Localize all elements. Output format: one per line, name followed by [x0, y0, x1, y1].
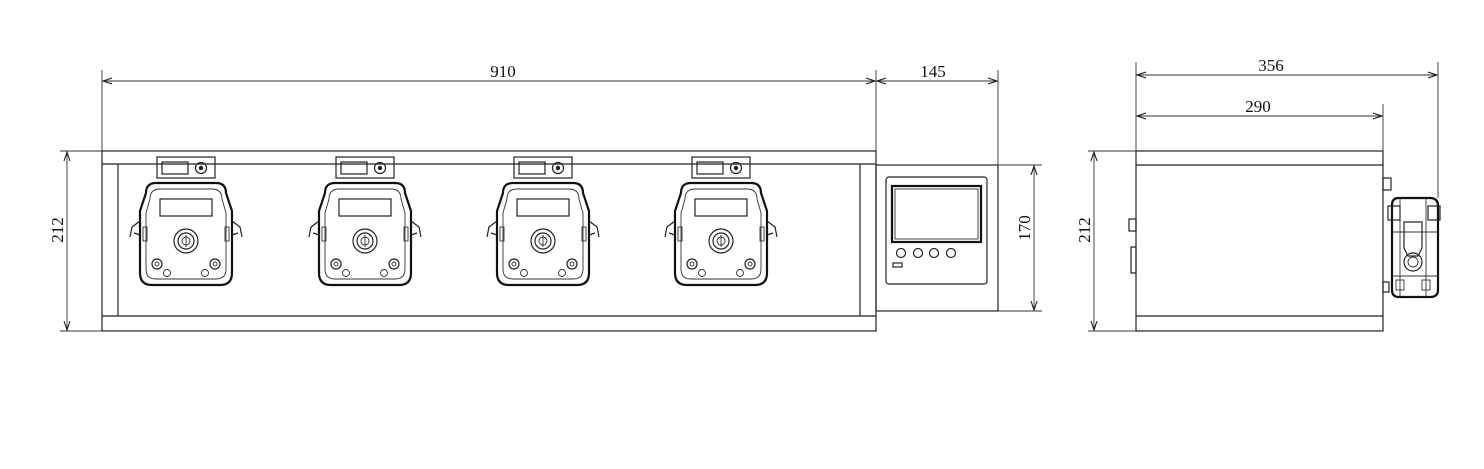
control-button [928, 247, 940, 259]
rear-connector [1128, 218, 1137, 232]
control-button [895, 247, 907, 259]
side-view: 356 290 212 [1075, 56, 1441, 332]
dim-side-height: 212 [1075, 217, 1094, 243]
dim-controller-width: 145 [920, 62, 946, 81]
controller-screen [890, 184, 983, 244]
pump-head-4 [663, 155, 779, 287]
control-button [945, 247, 957, 259]
side-knob [1382, 177, 1392, 191]
dim-side-total-depth: 356 [1258, 56, 1284, 75]
dim-front-height: 212 [48, 217, 67, 243]
controller-unit [875, 164, 999, 312]
usb-port [892, 262, 903, 268]
dim-front-width: 910 [490, 62, 516, 81]
pump-head-side [1387, 196, 1441, 299]
dim-controller-height: 170 [1015, 215, 1034, 241]
pump-head-3 [485, 155, 601, 287]
front-view: 910 145 212 170 [48, 62, 1042, 332]
side-housing [1135, 150, 1384, 332]
pump-head-1 [128, 155, 244, 287]
dim-side-body-depth: 290 [1245, 97, 1271, 116]
control-button [912, 247, 924, 259]
pump-head-2 [307, 155, 423, 287]
rear-connector [1130, 246, 1137, 274]
